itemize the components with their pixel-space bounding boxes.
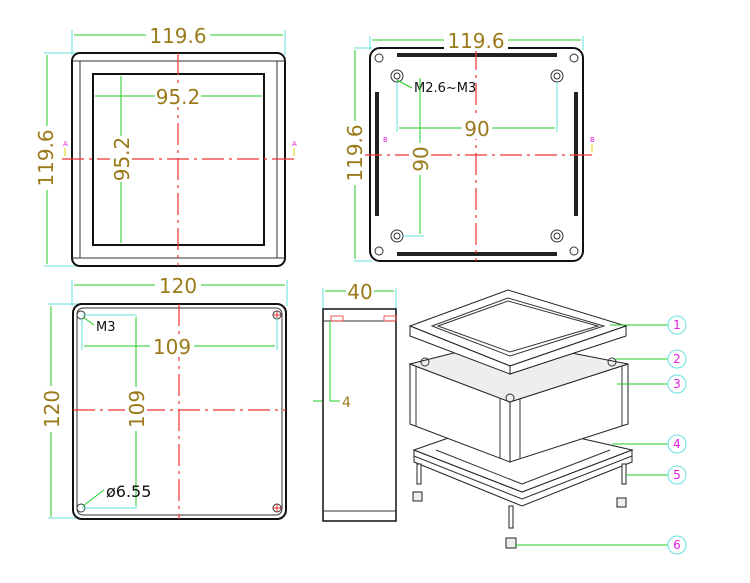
window-height-dim: 95.2 bbox=[110, 137, 134, 182]
balloon-3: 3 bbox=[667, 374, 687, 394]
balloon-5: 5 bbox=[667, 465, 687, 485]
screws bbox=[412, 463, 627, 549]
enclosure-lid bbox=[408, 289, 628, 375]
hole-spacing-y: 109 bbox=[125, 390, 149, 428]
leaders bbox=[515, 324, 668, 546]
window-width-dim: 95.2 bbox=[156, 85, 201, 109]
section-mark-b-left: B bbox=[383, 136, 388, 144]
balloon-2: 2 bbox=[667, 349, 687, 369]
hole-spacing-y: 90 bbox=[409, 146, 433, 171]
section-mark-b-right: B bbox=[590, 136, 595, 144]
balloon-1: 1 bbox=[667, 315, 687, 335]
hole-spacing-x: 109 bbox=[153, 335, 191, 359]
height-dim: 119.6 bbox=[343, 124, 367, 181]
svg-text:3: 3 bbox=[673, 377, 681, 391]
height-dim: 40 bbox=[347, 280, 372, 304]
height-dim: 119.6 bbox=[34, 129, 58, 186]
svg-text:6: 6 bbox=[673, 538, 681, 552]
width-dim: 119.6 bbox=[149, 24, 206, 48]
svg-text:1: 1 bbox=[673, 318, 681, 332]
bottom-view: 119.6 119.6 M2.6~M3 90 90 B B bbox=[343, 29, 595, 262]
side-outline bbox=[322, 308, 397, 522]
balloon-4: 4 bbox=[667, 434, 687, 454]
offset-dim: 4 bbox=[342, 395, 351, 411]
hole-note: M2.6~M3 bbox=[414, 81, 476, 96]
svg-text:5: 5 bbox=[673, 468, 681, 482]
diameter-note: ø6.55 bbox=[106, 482, 151, 501]
section-mark-a-right: A bbox=[292, 140, 297, 148]
hole-spacing-x: 90 bbox=[464, 117, 489, 141]
top-view: 119.6 119.6 95.2 95.2 A A bbox=[34, 24, 297, 267]
width-dim: 120 bbox=[159, 274, 197, 298]
section-mark-a-left: A bbox=[63, 140, 68, 148]
mounting-holes bbox=[374, 53, 579, 256]
svg-text:4: 4 bbox=[673, 437, 681, 451]
screw-note: M3 bbox=[96, 320, 116, 335]
exploded-view: 1 2 3 4 5 6 bbox=[408, 289, 687, 555]
base-view: 120 120 109 109 M3 ø6.55 bbox=[40, 274, 288, 520]
svg-text:2: 2 bbox=[673, 352, 681, 366]
balloon-6: 6 bbox=[667, 535, 687, 555]
width-dim: 119.6 bbox=[447, 29, 504, 53]
height-dim: 120 bbox=[40, 390, 64, 428]
side-view: 40 4 bbox=[313, 280, 397, 522]
